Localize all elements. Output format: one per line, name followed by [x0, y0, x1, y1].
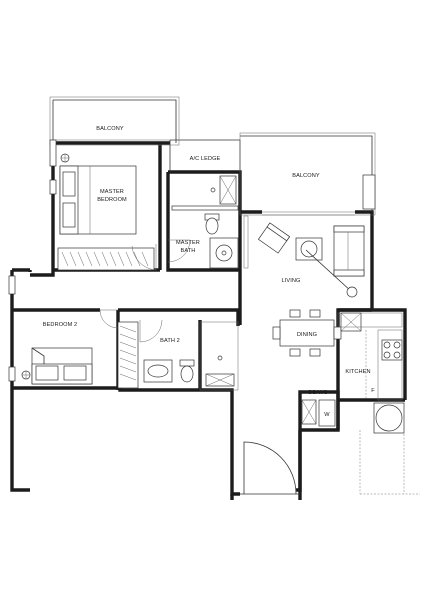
entrance-door	[240, 441, 300, 495]
room-labels: BALCONY MASTER BEDROOM A/C LEDGE BALCONY…	[43, 126, 375, 418]
label-kitchen: KITCHEN	[345, 369, 370, 375]
window-markers	[8, 139, 57, 382]
label-bath-2: BATH 2	[160, 338, 180, 344]
kitchen-area	[337, 312, 405, 434]
label-db-wc: DB/WC	[308, 390, 327, 396]
label-master-bath-2: BATH	[181, 248, 196, 254]
bath2-area	[139, 319, 239, 391]
external-dashed-lines	[359, 430, 420, 495]
label-balcony-master: BALCONY	[96, 126, 124, 132]
label-fridge: F	[371, 388, 375, 394]
balcony-living-detail	[239, 132, 376, 216]
label-master-bath-1: MASTER	[176, 240, 200, 246]
dining-area	[272, 309, 342, 357]
balcony-master-detail	[49, 96, 180, 146]
label-washer: W	[324, 412, 330, 418]
label-ac-ledge: A/C LEDGE	[190, 156, 221, 162]
label-living: LIVING	[282, 278, 301, 284]
label-master-bedroom-2: BEDROOM	[97, 197, 127, 203]
master-bath	[167, 175, 239, 269]
label-balcony-living: BALCONY	[292, 173, 320, 179]
living-area	[243, 215, 365, 298]
label-master-bedroom-1: MASTER	[100, 189, 124, 195]
label-bedroom-2: BEDROOM 2	[43, 322, 77, 328]
bedroom2-area	[21, 309, 139, 389]
db-wc-area	[301, 399, 336, 427]
master-bedroom	[57, 153, 157, 271]
label-dining: DINING	[297, 332, 317, 338]
